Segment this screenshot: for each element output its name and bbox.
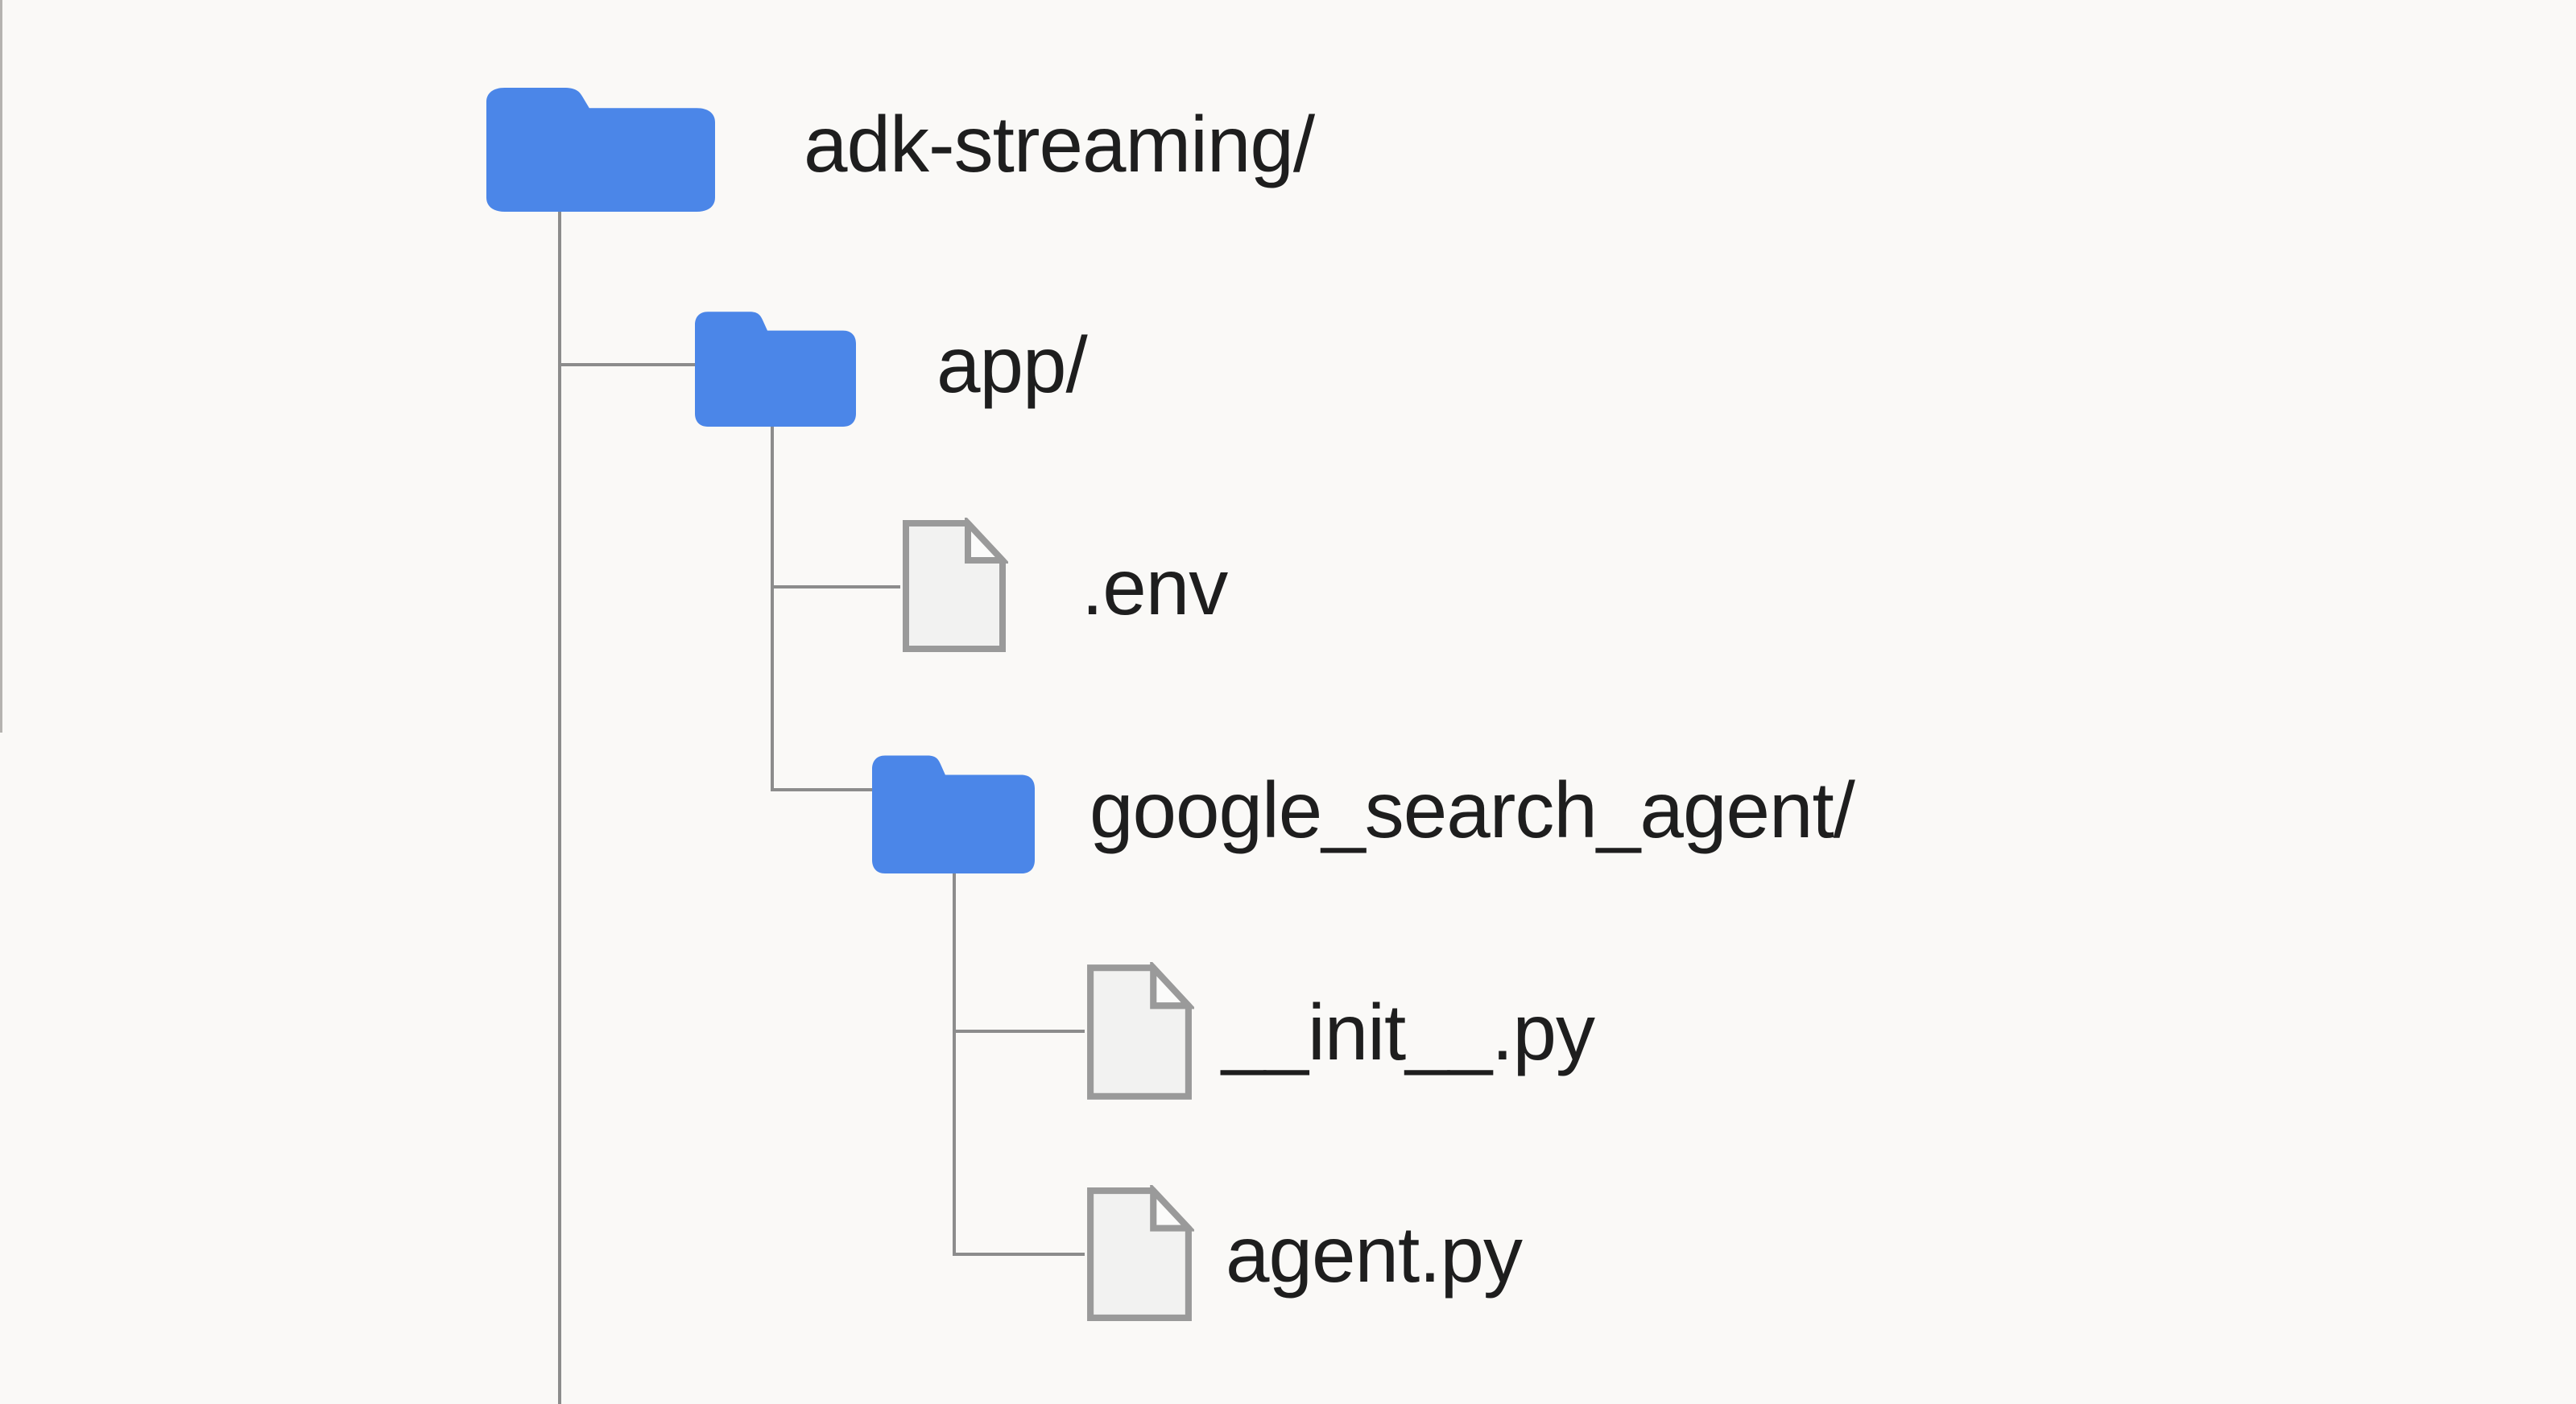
folder-icon [695,312,856,427]
file-icon [1087,1185,1194,1321]
tree-connector-app-vertical [771,425,774,791]
tree-node-label-app: app/ [937,320,1088,409]
tree-node-label-env: .env [1081,543,1228,631]
tree-connector-env-branch [771,585,900,588]
folder-icon [872,755,1035,873]
folder-icon [486,88,715,212]
tree-connector-google-branch [771,788,872,791]
tree-node-label-agent-py: agent.py [1226,1210,1523,1299]
tree-connector-agent-branch [953,1253,1085,1256]
file-icon [1087,962,1194,1100]
left-edge-line [0,0,2,733]
tree-node-label-adk-streaming: adk-streaming/ [804,100,1315,188]
tree-node-label-google-search-agent: google_search_agent/ [1090,766,1855,854]
file-icon [903,518,1008,652]
tree-node-label-init-py: __init__.py [1222,988,1595,1076]
tree-connector-init-branch [953,1030,1085,1033]
tree-connector-root-vertical [558,209,561,1404]
tree-connector-google-vertical [953,872,956,1256]
tree-connector-app-branch [558,363,695,366]
